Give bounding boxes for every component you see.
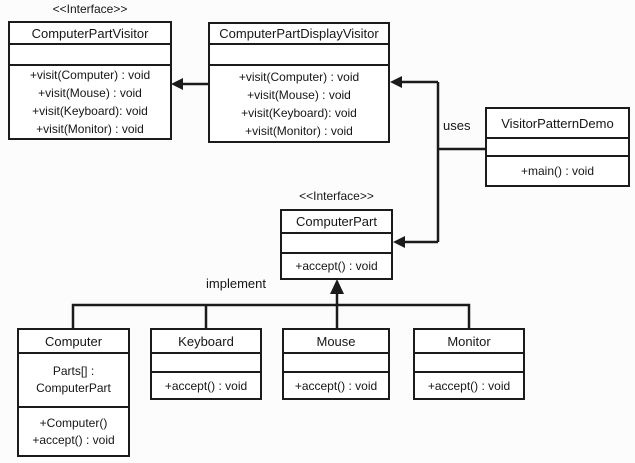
method: +visit(Monitor) : void — [36, 122, 144, 136]
method: +Computer() — [39, 415, 108, 430]
methods-compartment: +accept() : void — [284, 371, 388, 398]
attributes-compartment — [487, 137, 628, 155]
method: +accept() : void — [164, 378, 248, 393]
attributes-compartment — [10, 43, 170, 64]
class-title: ComputerPartDisplayVisitor — [219, 26, 379, 41]
connector-uses — [399, 80, 485, 244]
class-title: Monitor — [447, 333, 491, 349]
methods-compartment: +visit(Computer) : void +visit(Mouse) : … — [10, 64, 170, 138]
methods-compartment: +accept() : void — [282, 252, 391, 278]
interface-stereotype-visitor: <<Interface>> — [52, 2, 128, 16]
method: +accept() : void — [32, 432, 115, 447]
class-title: Mouse — [316, 333, 356, 349]
arrowhead-up-computerpart — [330, 279, 344, 294]
method: +visit(Mouse) : void — [38, 86, 142, 100]
arrowhead-left-displayvisitor — [390, 76, 402, 88]
class-title: VisitorPatternDemo — [501, 115, 614, 131]
attribute: ComputerPart — [36, 381, 111, 395]
class-computer-part: ComputerPart +accept() : void — [280, 209, 393, 280]
method: +visit(Keyboard): void — [32, 104, 148, 118]
method: +accept() : void — [427, 378, 511, 393]
methods-compartment: +accept() : void — [415, 371, 523, 398]
attributes-compartment: Parts[] : ComputerPart — [19, 352, 128, 406]
attributes-compartment — [282, 232, 391, 252]
method: +visit(Keyboard): void — [241, 105, 357, 120]
method: +visit(Mouse) : void — [247, 87, 351, 102]
class-mouse: Mouse +accept() : void — [282, 328, 390, 400]
method: +accept() : void — [294, 378, 378, 393]
attributes-compartment — [210, 43, 388, 64]
uses-label: uses — [443, 118, 471, 133]
methods-compartment: +visit(Computer) : void +visit(Mouse) : … — [210, 64, 388, 141]
methods-compartment: +main() : void — [487, 155, 628, 185]
class-title: Keyboard — [178, 333, 234, 349]
class-computer: Computer Parts[] : ComputerPart +Compute… — [17, 328, 130, 457]
method: +visit(Monitor) : void — [245, 123, 353, 138]
class-title: Computer — [44, 333, 103, 349]
method: +visit(Computer) : void — [238, 69, 360, 84]
class-computer-part-display-visitor: ComputerPartDisplayVisitor +visit(Comput… — [208, 22, 390, 143]
arrowhead-left-visitor — [171, 78, 183, 90]
method: +accept() : void — [295, 259, 378, 273]
class-title: ComputerPart — [296, 214, 377, 229]
method: +main() : void — [520, 164, 595, 178]
class-title: ComputerPartVisitor — [31, 25, 149, 41]
arrowhead-left-computerpart — [393, 236, 405, 248]
class-visitor-pattern-demo: VisitorPatternDemo +main() : void — [485, 107, 630, 187]
interface-stereotype-computerpart: <<Interface>> — [299, 189, 374, 203]
attributes-compartment — [152, 352, 260, 371]
connector-implement — [71, 290, 471, 328]
attribute: Parts[] : — [52, 364, 95, 378]
implement-label: implement — [206, 276, 266, 291]
attributes-compartment — [284, 352, 388, 371]
class-keyboard: Keyboard +accept() : void — [150, 328, 262, 400]
methods-compartment: +accept() : void — [152, 371, 260, 398]
attributes-compartment — [415, 352, 523, 371]
class-computer-part-visitor: ComputerPartVisitor +visit(Computer) : v… — [8, 21, 172, 140]
class-monitor: Monitor +accept() : void — [413, 328, 525, 400]
methods-compartment: +Computer() +accept() : void — [19, 406, 128, 455]
method: +visit(Computer) : void — [29, 68, 151, 82]
